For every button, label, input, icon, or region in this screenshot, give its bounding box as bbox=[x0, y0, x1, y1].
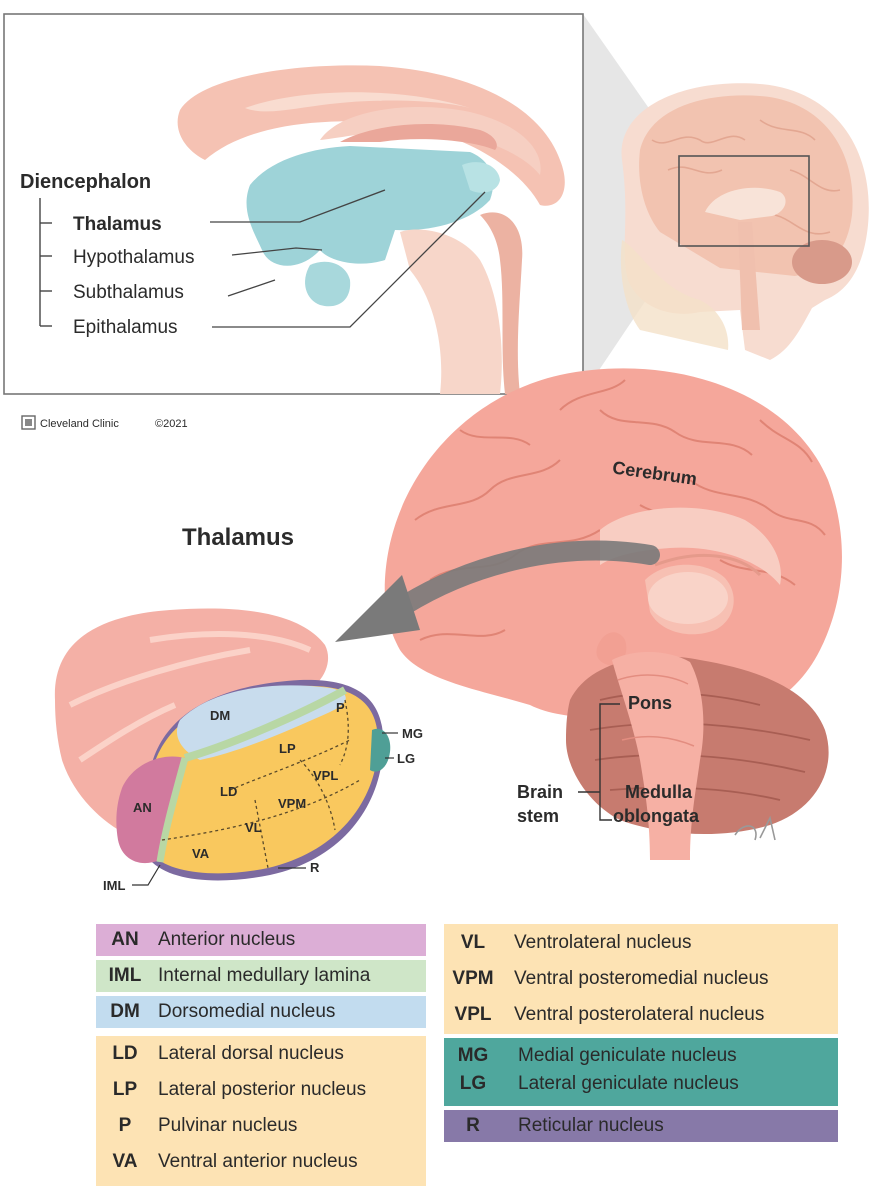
legend-desc: Anterior nucleus bbox=[158, 929, 296, 950]
thalamus-nucleus-labels: DM P LP VPL LD VPM AN VL VA MG LG R IML bbox=[103, 700, 423, 893]
legend-row-vpm: VPM Ventral posteromedial nucleus bbox=[444, 963, 838, 995]
head-illustration bbox=[620, 83, 869, 361]
legend-row-va: VA Ventral anterior nucleus bbox=[96, 1146, 426, 1178]
signature-mark bbox=[734, 815, 776, 841]
legend-abbr: R bbox=[466, 1115, 480, 1136]
credit-logo-icon bbox=[21, 415, 36, 430]
credit-brand: Cleveland Clinic bbox=[40, 418, 119, 430]
legend-abbr: VL bbox=[460, 932, 486, 953]
thalamus-leader-lines bbox=[132, 732, 398, 886]
legend-abbr: VA bbox=[112, 1151, 138, 1172]
legend-abbr: VPM bbox=[452, 968, 494, 989]
brain-stem-label-line1: Brain bbox=[517, 782, 563, 802]
thalamus-title: Thalamus bbox=[182, 524, 294, 551]
label-r: R bbox=[310, 860, 320, 875]
credit-year: ©2021 bbox=[155, 418, 188, 430]
legend-row-vpl: VPL Ventral posterolateral nucleus bbox=[444, 999, 838, 1031]
medulla-label-line1: Medulla bbox=[625, 782, 693, 802]
legend-abbr: DM bbox=[110, 1001, 140, 1022]
label-vpl: VPL bbox=[313, 768, 338, 783]
zoom-arrow bbox=[335, 540, 660, 642]
legend-desc: Dorsomedial nucleus bbox=[158, 1001, 336, 1022]
legend-abbr: LD bbox=[112, 1043, 138, 1064]
legend-desc: Ventral posteromedial nucleus bbox=[514, 968, 769, 989]
inset-diencephalon-illustration bbox=[177, 65, 565, 394]
inset-item-subthalamus: Subthalamus bbox=[73, 282, 184, 303]
label-an: AN bbox=[133, 800, 152, 815]
legend-abbr: P bbox=[118, 1115, 132, 1136]
pons-label: Pons bbox=[628, 693, 672, 713]
label-dm: DM bbox=[210, 708, 230, 723]
legend-row-iml: IML Internal medullary lamina bbox=[96, 960, 426, 992]
legend-row-p: P Pulvinar nucleus bbox=[96, 1110, 426, 1142]
legend-row-lg: LG Lateral geniculate nucleus bbox=[444, 1070, 838, 1098]
label-iml: IML bbox=[103, 878, 125, 893]
legend-abbr: MG bbox=[457, 1045, 489, 1066]
legend-yellow-block-right bbox=[444, 924, 838, 1034]
label-mg: MG bbox=[402, 726, 423, 741]
medulla-label-line2: oblongata bbox=[613, 806, 700, 826]
legend-desc: Pulvinar nucleus bbox=[158, 1115, 298, 1136]
inset-item-epithalamus: Epithalamus bbox=[73, 317, 178, 338]
legend-row-lp: LP Lateral posterior nucleus bbox=[96, 1074, 426, 1106]
legend-desc: Ventrolateral nucleus bbox=[514, 932, 692, 953]
brain-illustration bbox=[384, 368, 842, 860]
label-va: VA bbox=[192, 846, 210, 861]
inset-tree-bracket bbox=[39, 198, 52, 327]
legend-teal-block bbox=[444, 1038, 838, 1106]
brain-stem-label-line2: stem bbox=[517, 806, 559, 826]
legend-row-dm: DM Dorsomedial nucleus bbox=[96, 996, 426, 1028]
legend-left: AN Anterior nucleus IML Internal medulla… bbox=[96, 924, 426, 1186]
inset-group-label: Diencephalon bbox=[20, 171, 151, 193]
label-vl: VL bbox=[245, 820, 262, 835]
legend-desc: Lateral posterior nucleus bbox=[158, 1079, 367, 1100]
zoom-focus-box bbox=[678, 155, 810, 247]
legend-desc: Lateral dorsal nucleus bbox=[158, 1043, 344, 1064]
legend-row-mg: MG Medial geniculate nucleus bbox=[444, 1042, 838, 1070]
legend-desc: Ventral posterolateral nucleus bbox=[514, 1004, 765, 1025]
brain-stem-bracket bbox=[578, 703, 620, 821]
label-lg: LG bbox=[397, 751, 415, 766]
legend-yellow-block bbox=[96, 1036, 426, 1186]
legend-desc: Reticular nucleus bbox=[518, 1115, 664, 1136]
legend-abbr: LG bbox=[459, 1073, 487, 1094]
inset-item-thalamus: Thalamus bbox=[73, 214, 162, 235]
legend-right: VL Ventrolateral nucleus VPM Ventral pos… bbox=[444, 924, 838, 1144]
label-p: P bbox=[336, 700, 345, 715]
legend-desc: Medial geniculate nucleus bbox=[518, 1045, 737, 1066]
legend-abbr: LP bbox=[112, 1079, 138, 1100]
label-vpm: VPM bbox=[278, 796, 306, 811]
legend-desc: Lateral geniculate nucleus bbox=[518, 1073, 739, 1094]
legend-row-an: AN Anterior nucleus bbox=[96, 924, 426, 956]
legend-row-vl: VL Ventrolateral nucleus bbox=[444, 927, 838, 959]
legend-desc: Ventral anterior nucleus bbox=[158, 1151, 358, 1172]
inset-leader-lines bbox=[210, 189, 486, 328]
legend-abbr: IML bbox=[108, 965, 142, 986]
legend-desc: Internal medullary lamina bbox=[158, 965, 371, 986]
legend-abbr: VPL bbox=[454, 1004, 492, 1025]
thalamus-detail-illustration bbox=[54, 608, 391, 881]
legend-row-r: R Reticular nucleus bbox=[444, 1110, 838, 1142]
label-ld: LD bbox=[220, 784, 237, 799]
legend-abbr: AN bbox=[111, 929, 139, 950]
inset-item-hypothalamus: Hypothalamus bbox=[73, 247, 194, 268]
label-lp: LP bbox=[279, 741, 296, 756]
legend-row-ld: LD Lateral dorsal nucleus bbox=[96, 1038, 426, 1070]
